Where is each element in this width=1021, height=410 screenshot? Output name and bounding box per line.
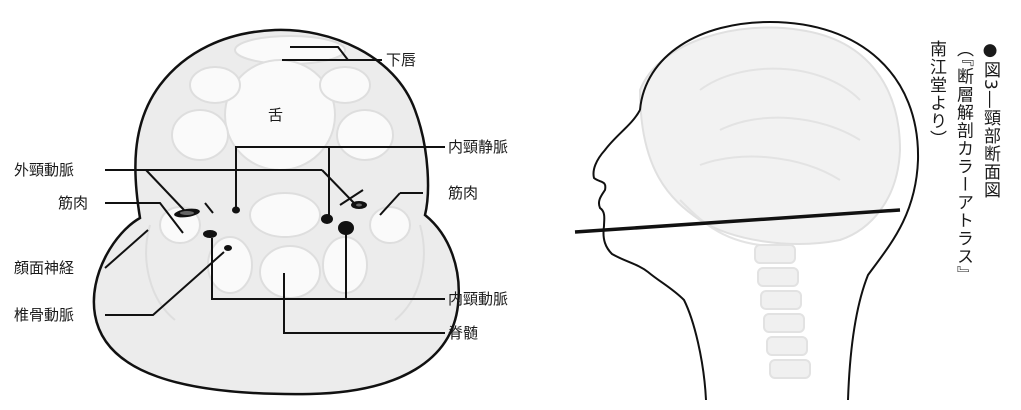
internal-jugular-right <box>321 214 333 224</box>
internal-jugular-left <box>203 230 217 238</box>
label-muscle-left: 筋肉 <box>58 194 88 212</box>
label-spinal-cord: 脊髄 <box>448 324 478 342</box>
cross-section-diagram: 下唇 舌 内頸静脈 外頸動脈 筋肉 筋肉 顔面神経 内頸動脈 椎骨動脈 脊髄 <box>14 28 508 396</box>
figure-caption-line1: ●図3―頸部断面図 <box>980 40 1000 199</box>
label-external-carotid-artery: 外頸動脈 <box>14 161 74 179</box>
head-profile-diagram <box>574 20 920 401</box>
label-internal-carotid-artery: 内頸動脈 <box>448 290 508 308</box>
label-tongue: 舌 <box>268 106 283 124</box>
figure-caption-line2: （『断層解剖カラーアトラス』 <box>953 40 973 284</box>
section-plane-line <box>574 208 901 234</box>
vertebral-artery-dot <box>224 245 232 251</box>
internal-carotid-right <box>338 221 354 235</box>
spine-shape <box>754 244 811 379</box>
leader-lines <box>104 46 445 334</box>
internal-structures <box>145 35 425 321</box>
label-lower-lip: 下唇 <box>386 51 416 69</box>
label-internal-jugular-vein: 内頸静脈 <box>448 138 508 156</box>
figure-caption-line3: 南江堂より） <box>926 40 946 148</box>
label-vertebral-artery: 椎骨動脈 <box>14 306 74 324</box>
label-muscle-right: 筋肉 <box>448 184 478 202</box>
head-outline <box>592 20 920 401</box>
label-facial-nerve: 顔面神経 <box>14 259 74 277</box>
